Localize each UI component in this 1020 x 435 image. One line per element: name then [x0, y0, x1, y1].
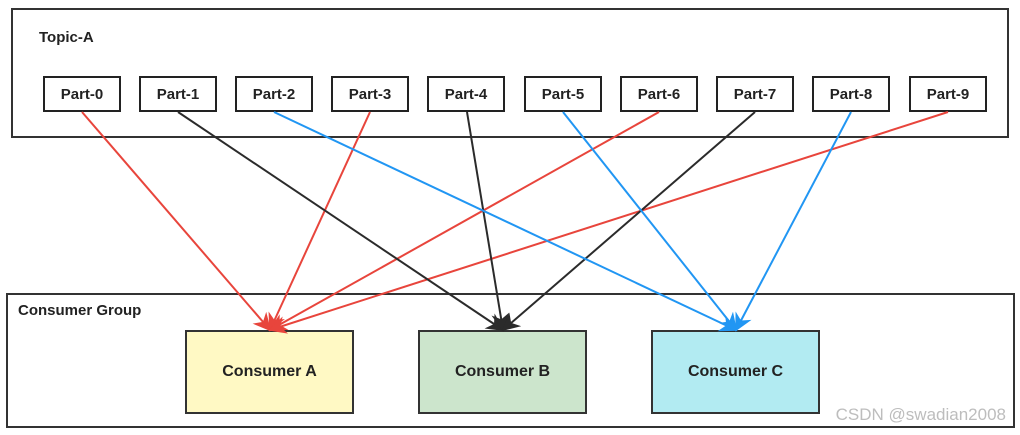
consumer-group-label: Consumer Group — [18, 302, 142, 319]
topic-label: Topic-A — [39, 29, 94, 46]
consumer-a-box: Consumer A — [185, 330, 354, 414]
partition-box-6: Part-6 — [620, 76, 698, 112]
partition-box-8: Part-8 — [812, 76, 890, 112]
partition-box-0: Part-0 — [43, 76, 121, 112]
topic-frame: Topic-A — [11, 8, 1009, 138]
partition-box-2: Part-2 — [235, 76, 313, 112]
consumer-b-box: Consumer B — [418, 330, 587, 414]
partition-box-1: Part-1 — [139, 76, 217, 112]
partition-box-3: Part-3 — [331, 76, 409, 112]
partition-box-4: Part-4 — [427, 76, 505, 112]
partition-box-5: Part-5 — [524, 76, 602, 112]
partition-box-9: Part-9 — [909, 76, 987, 112]
partition-box-7: Part-7 — [716, 76, 794, 112]
consumer-c-box: Consumer C — [651, 330, 820, 414]
watermark-text: CSDN @swadian2008 — [835, 405, 1006, 424]
